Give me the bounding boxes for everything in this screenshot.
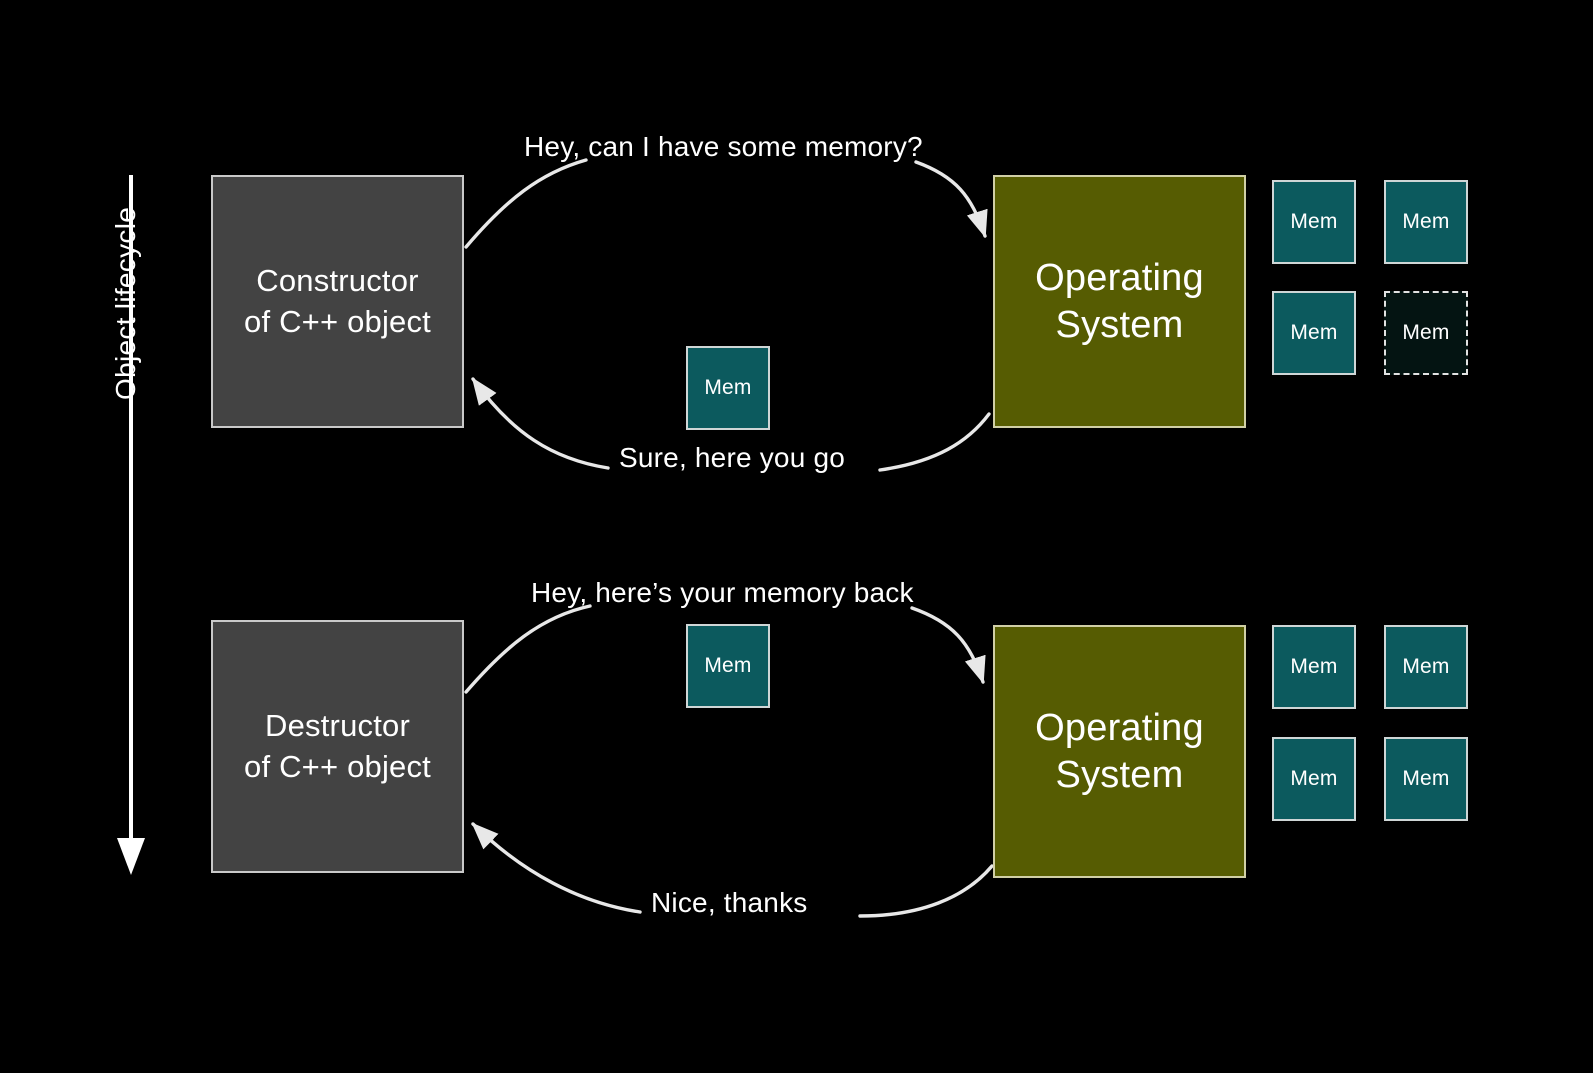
memory-pool-block-top-1: Mem bbox=[1272, 180, 1356, 264]
acknowledge-return-label: Nice, thanks bbox=[651, 887, 808, 918]
os-title-line1-bottom: Operating bbox=[1035, 707, 1204, 750]
destructor-title-line1: Destructor bbox=[265, 708, 410, 744]
memory-pool-block-bottom-1: Mem bbox=[1272, 625, 1356, 709]
memory-pool-block-bottom-2: Mem bbox=[1384, 625, 1468, 709]
destructor-title-line2: of C++ object bbox=[244, 748, 431, 784]
memory-pool-block-top-2: Mem bbox=[1384, 180, 1468, 264]
destructor-box: Destructor of C++ object bbox=[211, 620, 464, 873]
grant-memory-label: Sure, here you go bbox=[619, 442, 845, 473]
memory-pool-block-top-3: Mem bbox=[1272, 291, 1356, 375]
constructor-title-line1: Constructor bbox=[256, 263, 419, 299]
request-memory-label: Hey, can I have some memory? bbox=[524, 131, 923, 162]
memory-pool-block-bottom-3: Mem bbox=[1272, 737, 1356, 821]
constructor-box: Constructor of C++ object bbox=[211, 175, 464, 428]
operating-system-box-bottom: Operating System bbox=[993, 625, 1246, 878]
arrow-request-construction bbox=[464, 158, 988, 249]
memory-block-in-transit-return: Mem bbox=[686, 624, 770, 708]
memory-block-in-transit-allocation: Mem bbox=[686, 346, 770, 430]
constructor-title-line2: of C++ object bbox=[244, 303, 431, 339]
os-title-line2-top: System bbox=[1055, 303, 1184, 346]
object-lifecycle-label: Object lifecycle bbox=[110, 206, 141, 400]
memory-pool-block-bottom-4: Mem bbox=[1384, 737, 1468, 821]
operating-system-box-top: Operating System bbox=[993, 175, 1246, 428]
memory-pool-block-top-4-taken: Mem bbox=[1384, 291, 1468, 375]
os-title-line2-bottom: System bbox=[1055, 753, 1184, 796]
os-title-line1-top: Operating bbox=[1035, 257, 1204, 300]
return-memory-label: Hey, here’s your memory back bbox=[531, 577, 914, 608]
